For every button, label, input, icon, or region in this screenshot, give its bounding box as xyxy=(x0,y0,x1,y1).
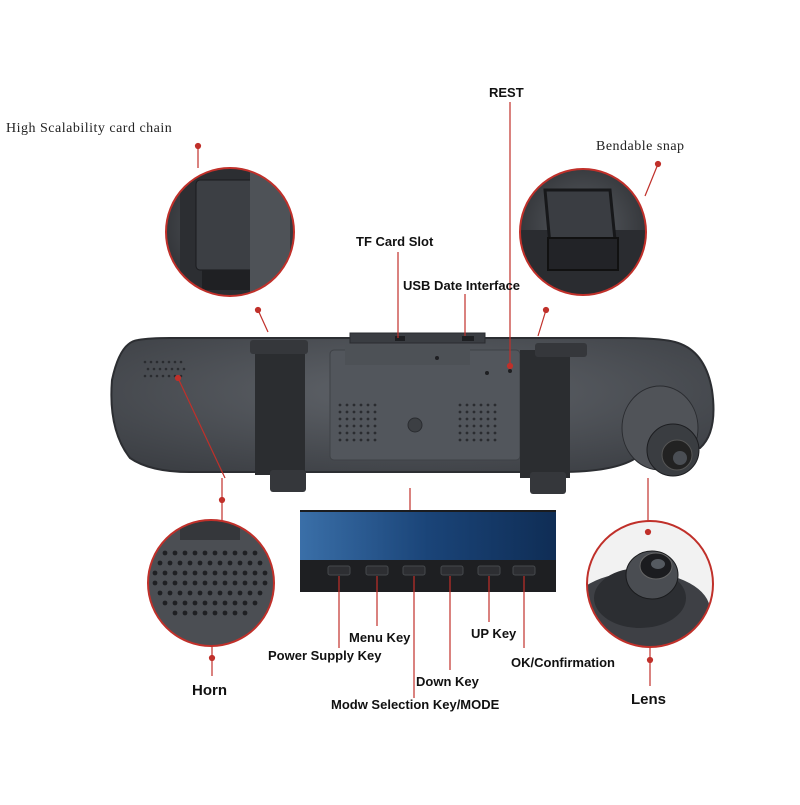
rear-camera xyxy=(621,385,700,477)
leader-lines xyxy=(174,102,662,698)
rest-label: REST xyxy=(489,85,524,100)
rear-speaker-grille xyxy=(338,403,497,442)
left-strap xyxy=(255,345,305,475)
menu-key-label: Menu Key xyxy=(349,630,411,645)
lens-detail xyxy=(586,520,714,648)
bendable-snap-detail xyxy=(519,168,647,296)
mirror-body xyxy=(110,332,715,494)
bendable-snap-label: Bendable snap xyxy=(596,139,685,154)
horn-label: Horn xyxy=(192,682,227,699)
power-key-label: Power Supply Key xyxy=(268,648,382,663)
ok-key-label: OK/Confirmation xyxy=(511,655,615,670)
lens-label: Lens xyxy=(631,691,667,708)
right-strap xyxy=(520,350,570,478)
down-key-label: Down Key xyxy=(416,674,479,689)
usb-interface-label: USB Date Interface xyxy=(403,278,521,293)
card-chain-detail xyxy=(165,167,295,297)
power-key-shape xyxy=(327,565,351,576)
up-key-label: UP Key xyxy=(471,626,517,641)
card-chain-label: High Scalability card chain xyxy=(6,121,173,136)
mode-key-label: Modw Selection Key/MODE xyxy=(331,697,500,712)
horn-detail xyxy=(147,519,275,647)
front-screen-strip xyxy=(300,510,556,592)
tf-card-slot-label: TF Card Slot xyxy=(356,234,434,249)
